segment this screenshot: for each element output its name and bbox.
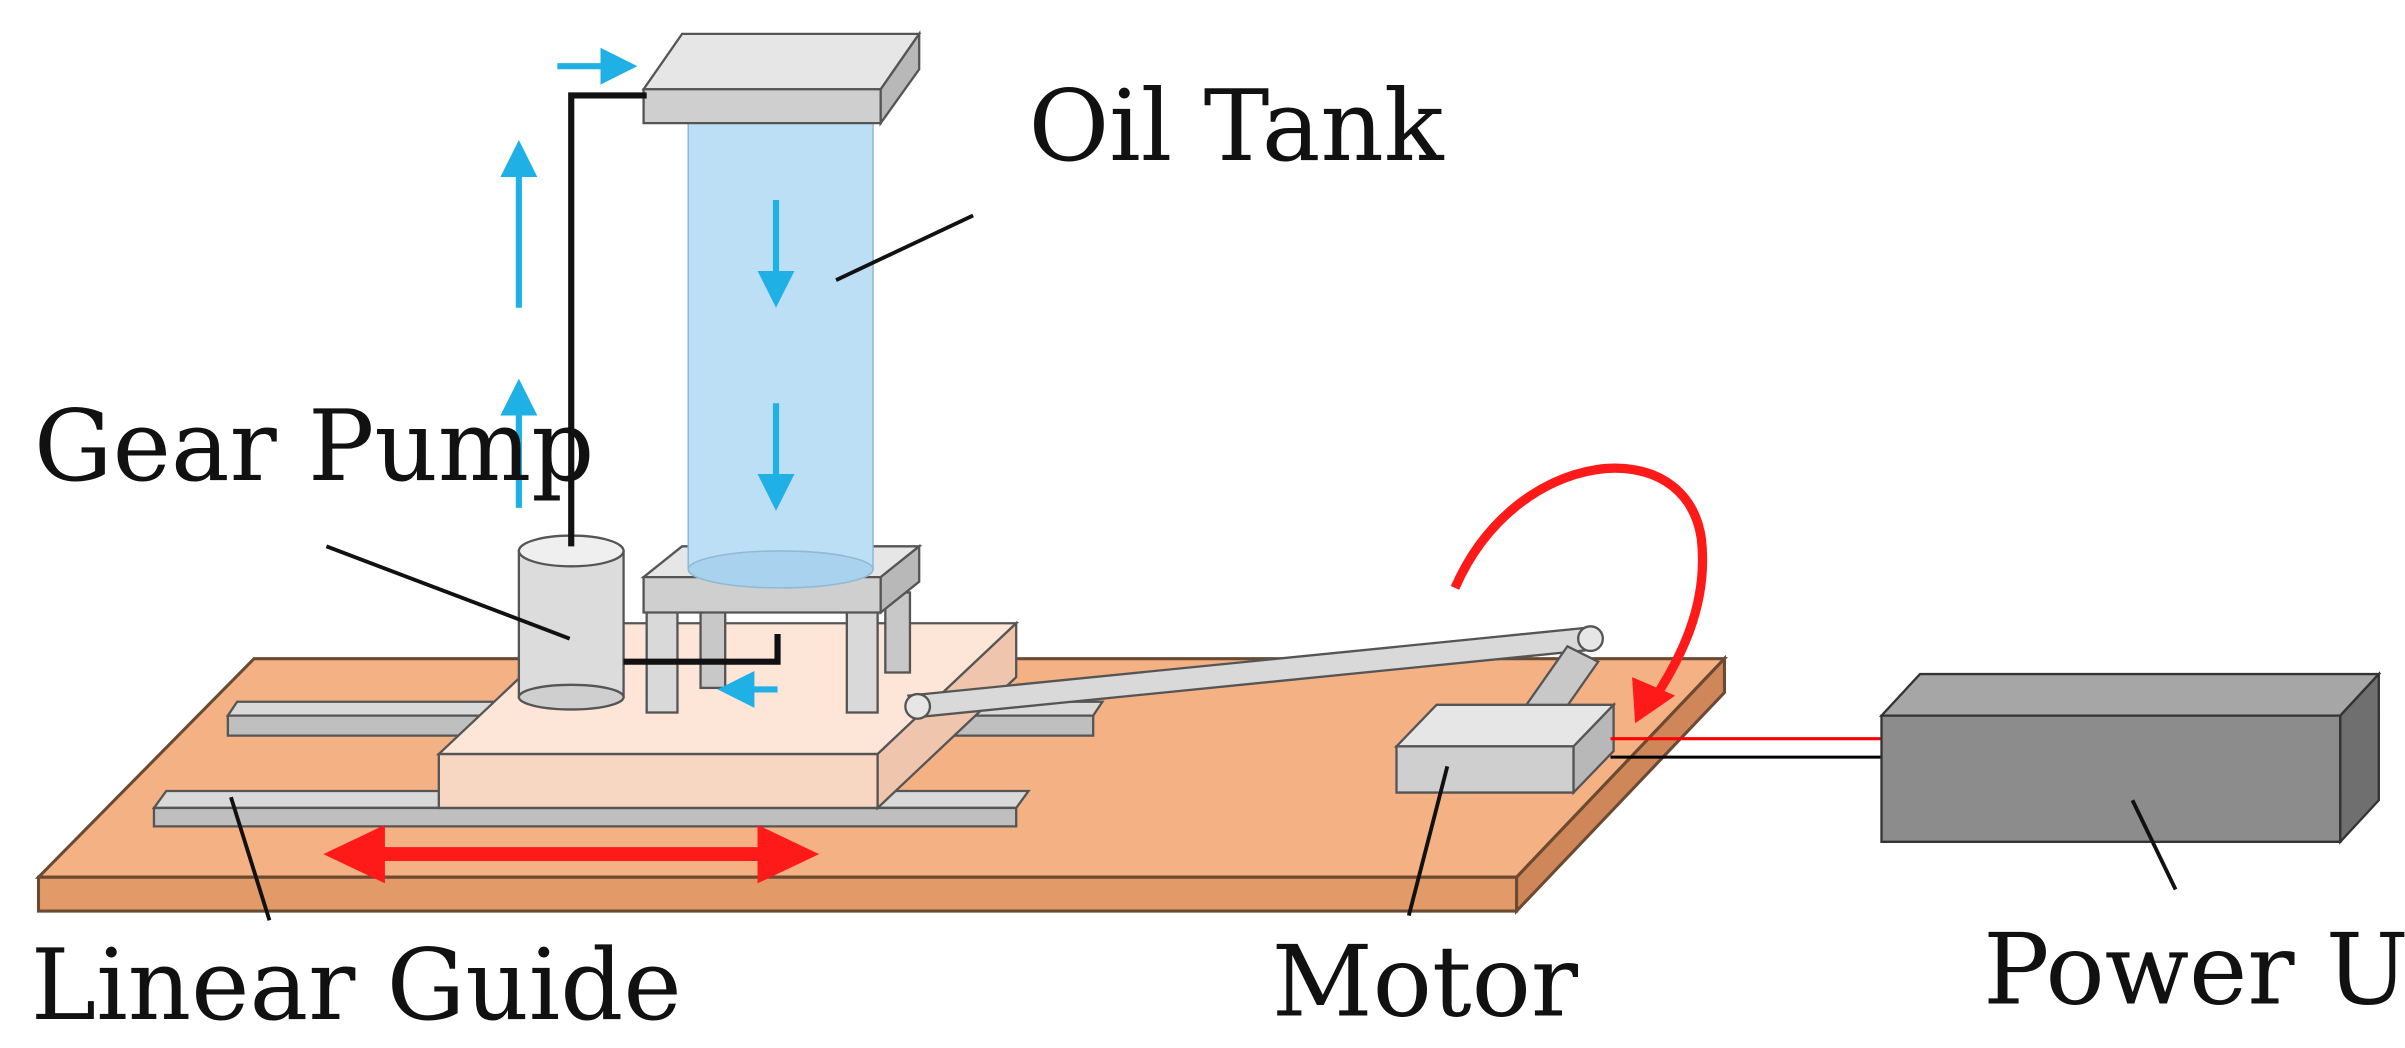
leader-line-linear-guide <box>229 796 272 921</box>
oil-pipe <box>568 92 781 665</box>
leader-line-motor <box>1406 765 1450 917</box>
rotation-arrow <box>1450 463 1708 724</box>
leader-lines <box>229 213 2178 921</box>
oil-tank <box>641 30 922 589</box>
label-linear-guide: Linear Guide <box>31 929 682 1043</box>
power-wires <box>1610 737 1882 759</box>
oil-flow-arrows <box>500 47 795 708</box>
tank-stand <box>640 543 923 714</box>
gear-pump <box>517 534 625 711</box>
motor <box>1393 701 1617 796</box>
reciprocating-motion-arrow <box>323 824 820 884</box>
label-power-unit: Power Unit <box>1983 913 2405 1027</box>
label-motor: Motor <box>1272 926 1579 1040</box>
leader-line-oil-tank <box>835 213 974 282</box>
label-gear-pump: Gear Pump <box>34 390 594 504</box>
power-unit <box>1878 671 2382 845</box>
leader-line-power-unit <box>2130 799 2178 891</box>
leader-line-gear-pump <box>325 544 571 641</box>
label-oil-tank: Oil Tank <box>1029 70 1445 184</box>
